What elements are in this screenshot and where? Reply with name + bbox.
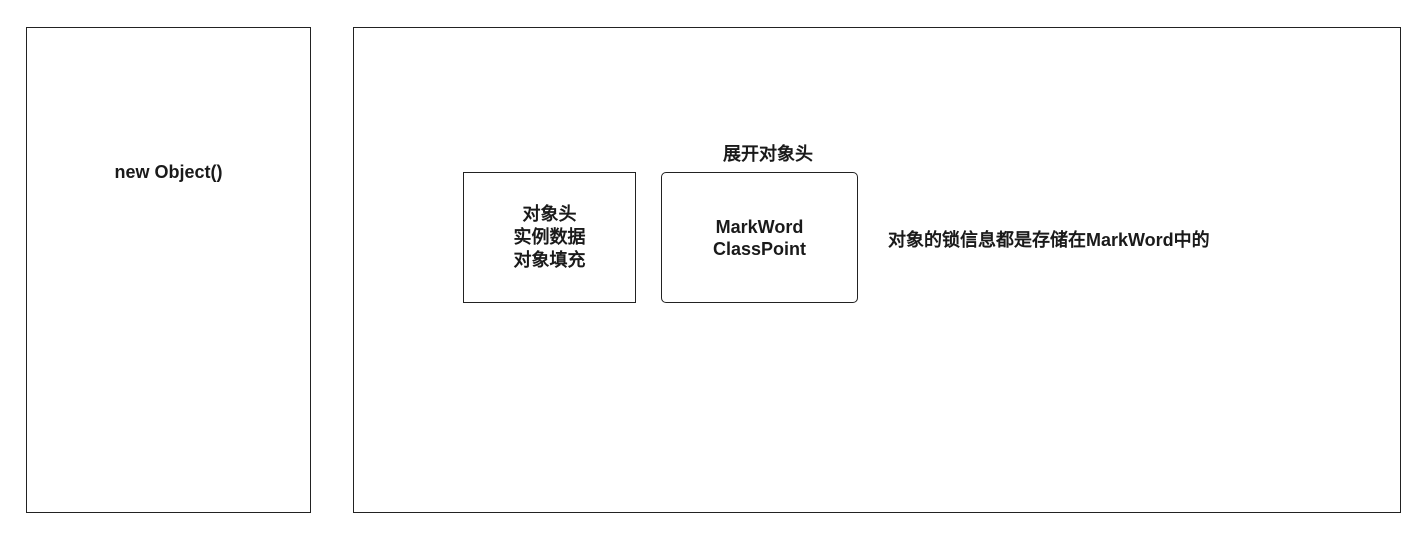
object-layout-box: 对象头 实例数据 对象填充 (463, 172, 636, 303)
classpoint-label: ClassPoint (712, 238, 807, 259)
lock-info-note: 对象的锁信息都是存储在MarkWord中的 (888, 230, 1210, 250)
expand-header-label: 展开对象头 (723, 144, 813, 164)
object-header-label: 对象头 (522, 204, 577, 224)
object-panel: new Object() (26, 27, 311, 513)
new-object-label: new Object() (114, 162, 223, 182)
padding-label: 对象填充 (513, 250, 586, 270)
object-header-box: MarkWord ClassPoint (661, 172, 858, 303)
object-structure-panel: 展开对象头 对象头 实例数据 对象填充 MarkWord ClassPoint … (353, 27, 1401, 513)
instance-data-label: 实例数据 (513, 227, 586, 247)
markword-label: MarkWord (715, 216, 804, 237)
